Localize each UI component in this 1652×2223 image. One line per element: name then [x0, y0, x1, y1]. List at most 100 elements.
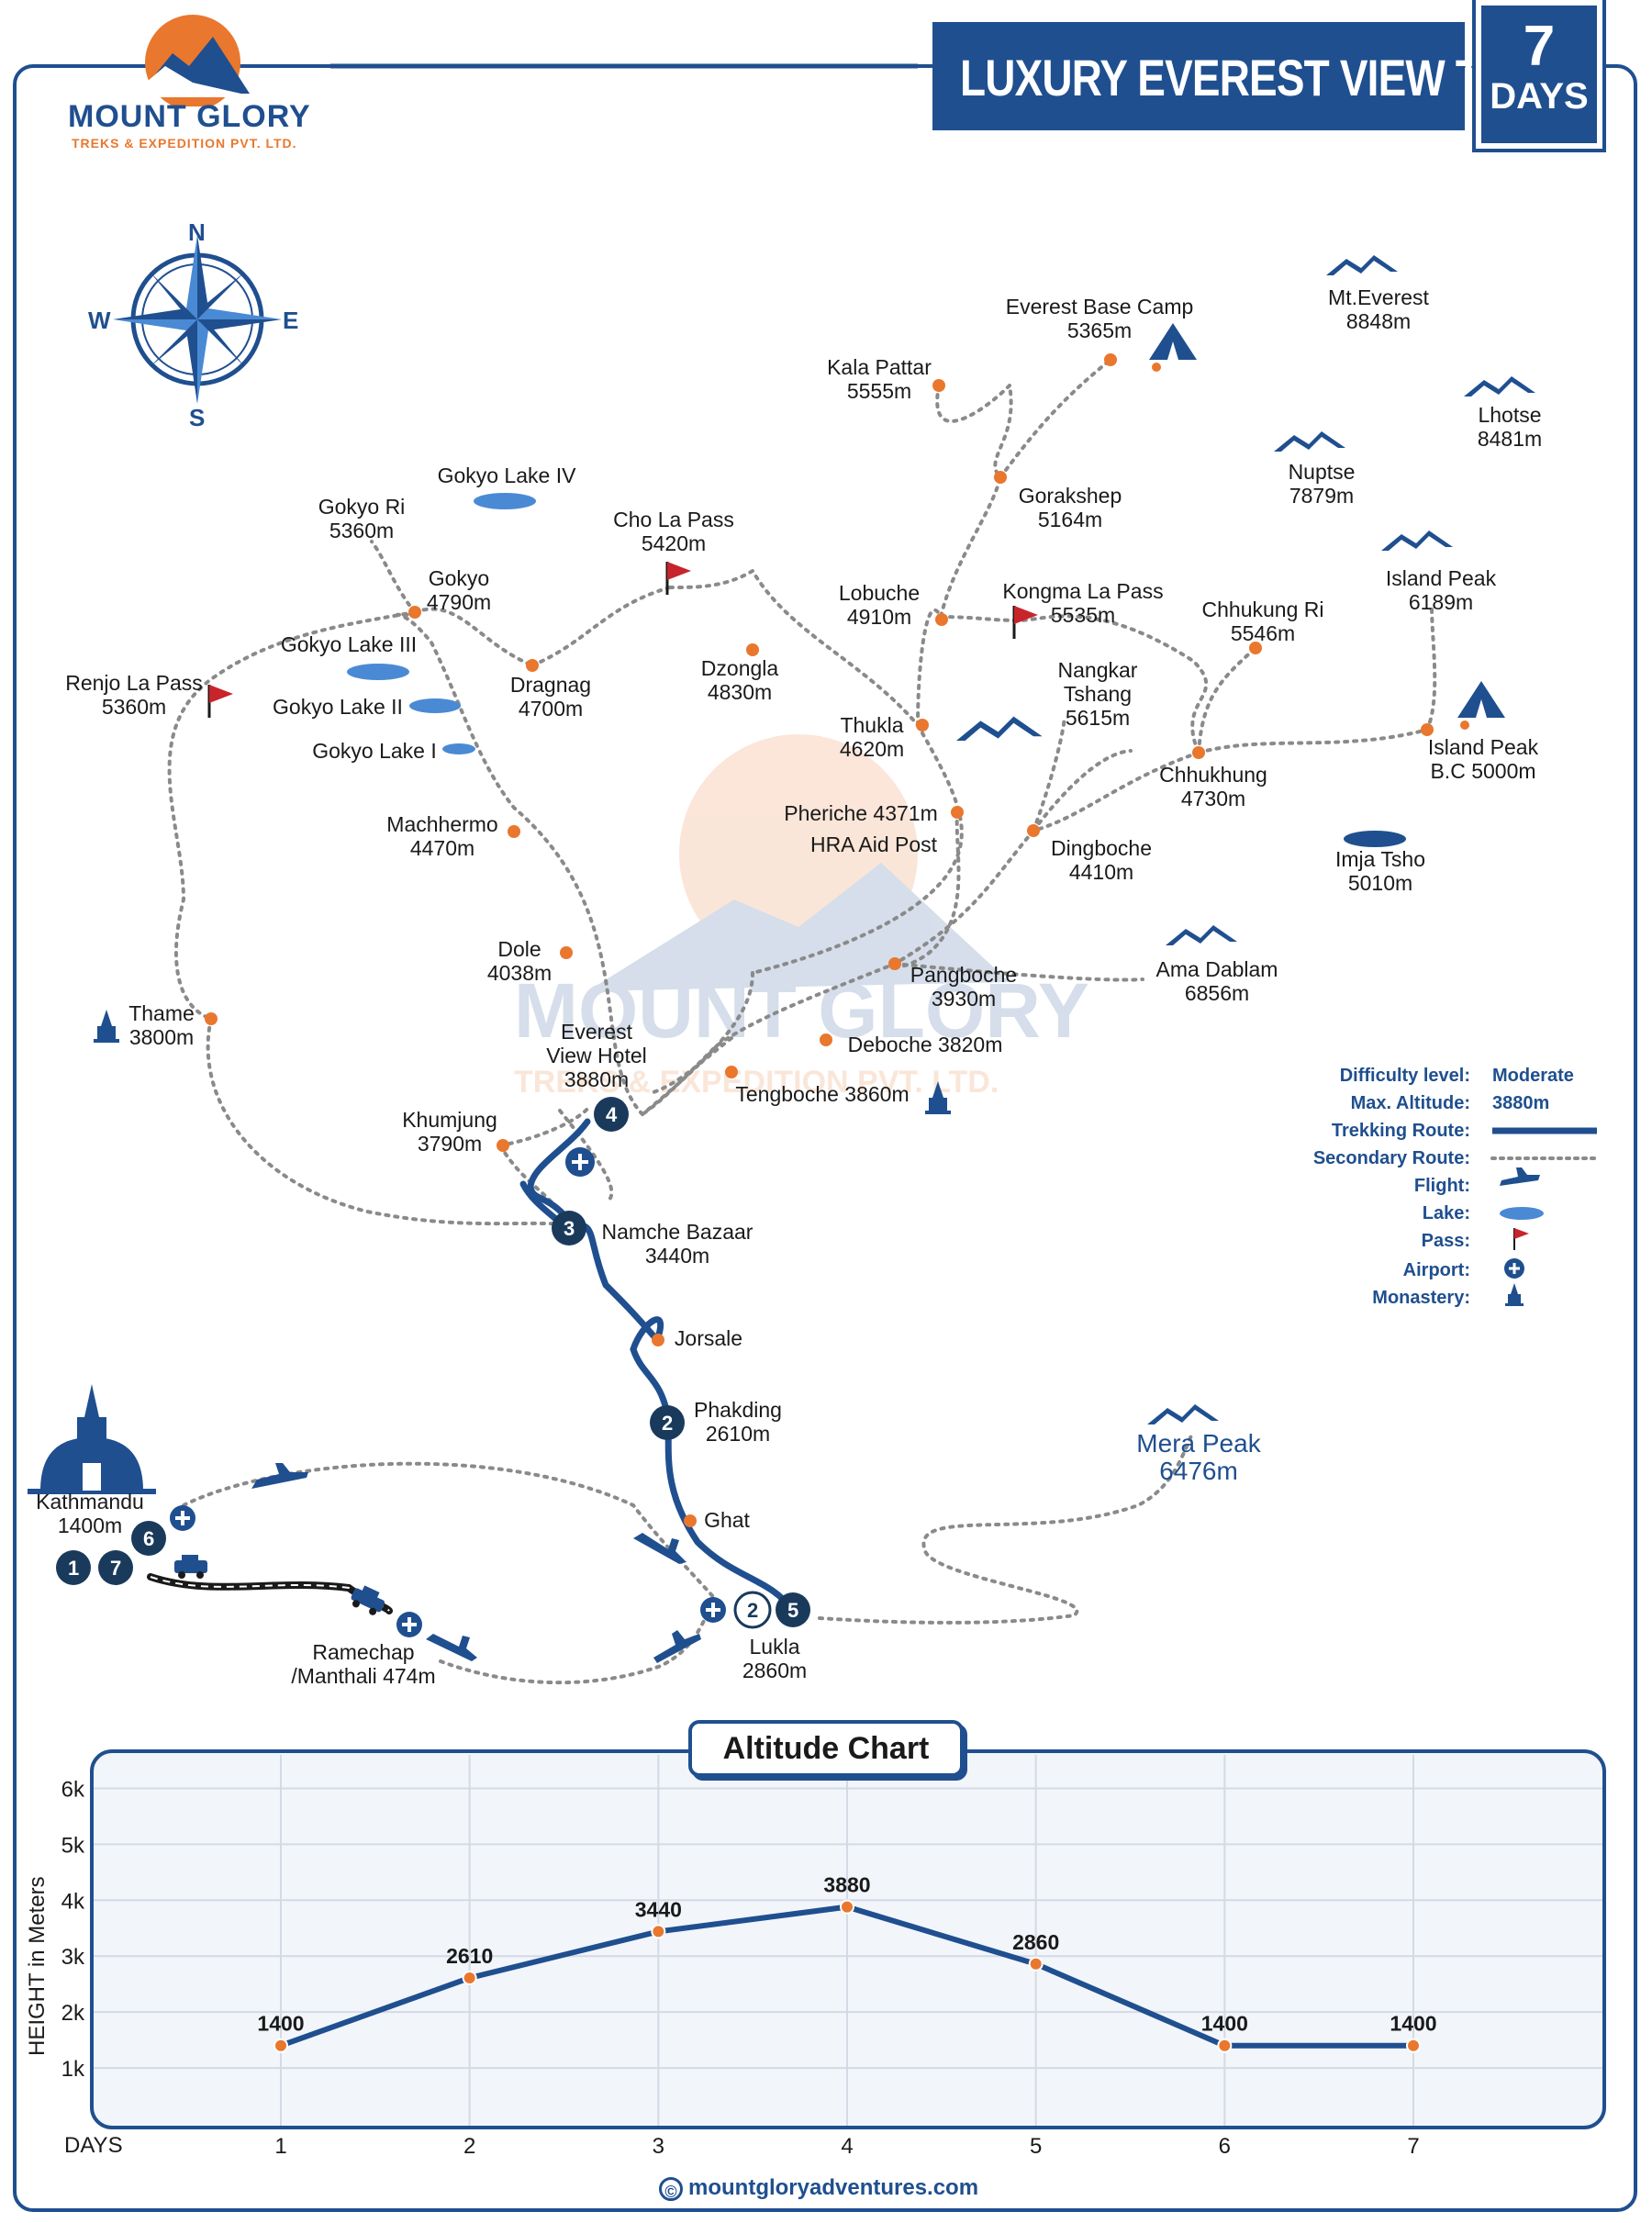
altitude-points — [273, 1899, 1421, 2053]
label-nuptse-alt: 7879m — [1289, 484, 1354, 508]
imja-tsho-lake-icon — [1344, 831, 1406, 847]
legend-monastery-icon — [1505, 1283, 1524, 1306]
renjo-la-pass-flag-icon — [207, 685, 233, 718]
altitude-value-label: 1400 — [257, 2012, 304, 2036]
brand-tagline: TREKS & EXPEDITION PVT. LTD. — [72, 136, 297, 151]
nuptse-peak-icon — [1274, 431, 1345, 452]
duration-badge: 7 DAYS — [1472, 0, 1606, 152]
label-dzongla-name: Dzongla — [701, 656, 779, 680]
svg-text:4: 4 — [606, 1103, 618, 1126]
svg-text:1: 1 — [68, 1557, 79, 1580]
label-namche-alt: 3440m — [645, 1244, 709, 1268]
label-gokyolake4: Gokyo Lake IV — [438, 464, 577, 487]
brand-name: MOUNT GLORY — [68, 99, 311, 134]
label-amadablam-alt: 6856m — [1185, 981, 1249, 1005]
copyright-icon: © — [659, 2176, 683, 2201]
label-chhukhung-name: Chhukhung — [1159, 763, 1267, 787]
duration-days-label: DAYS — [1490, 76, 1589, 117]
trek-title-banner: LUXURY EVEREST VIEW TREK — [932, 22, 1568, 130]
gokyo-lake-1-icon — [442, 743, 475, 754]
label-gokyori-alt: 5360m — [329, 519, 394, 542]
label-kongmala-alt: 5535m — [1051, 603, 1115, 627]
label-amadablam-name: Ama Dablam — [1156, 957, 1278, 981]
compass-west: W — [88, 307, 111, 334]
plane-icon-2 — [633, 1533, 686, 1564]
day-marker-2-lukla: 2 — [733, 1591, 772, 1629]
label-thukla-name: Thukla — [840, 713, 903, 737]
trekking-route — [147, 1118, 797, 1614]
label-dingboche-name: Dingboche — [1051, 836, 1152, 860]
chart-y-axis-label: HEIGHT in Meters — [25, 1876, 50, 2056]
label-khumjung-alt: 3790m — [418, 1132, 482, 1156]
label-tengboche: Tengboche 3860m — [735, 1082, 909, 1106]
label-dragnag-name: Dragnag — [510, 673, 591, 697]
chart-x-axis-label: DAYS — [64, 2133, 123, 2158]
svg-text:3: 3 — [564, 1217, 575, 1240]
compass-rose-icon — [113, 235, 282, 404]
label-phakding-name: Phakding — [694, 1398, 782, 1422]
label-kongmala-name: Kongma La Pass — [1002, 579, 1163, 603]
altitude-value-label: 1400 — [1201, 2012, 1248, 2036]
svg-text:2: 2 — [662, 1412, 673, 1435]
label-pangboche-name: Pangboche — [910, 963, 1017, 987]
lake-icons — [347, 493, 1406, 847]
legend-airport-label: Airport: — [1403, 1260, 1470, 1280]
website-url[interactable]: mountgloryadventures.com — [688, 2175, 979, 2200]
label-deboche: Deboche 3820m — [848, 1033, 1003, 1056]
x-tick-label: 6 — [1219, 2134, 1231, 2159]
altitude-point — [1406, 2038, 1421, 2053]
altitude-value-label: 1400 — [1390, 2012, 1436, 2036]
legend-difficulty-value: Moderate — [1492, 1066, 1574, 1086]
ebc-tent-icon — [1149, 323, 1197, 372]
legend: Difficulty level: Moderate Max. Altitude… — [1313, 1066, 1599, 1308]
label-dole-alt: 4038m — [487, 961, 552, 985]
airport-icons — [170, 1147, 726, 1637]
plane-icon-4 — [653, 1630, 701, 1663]
island-peak-bc-tent-icon — [1457, 681, 1505, 730]
svg-text:5: 5 — [787, 1599, 798, 1622]
compass-north: N — [188, 218, 206, 246]
plane-icon-1 — [251, 1463, 308, 1489]
label-merapeak-alt: 6476m — [1159, 1457, 1238, 1485]
label-gokyolake3: Gokyo Lake III — [281, 632, 417, 656]
label-nangkar-sub: Tshang — [1064, 682, 1132, 706]
altitude-point — [273, 2038, 288, 2053]
kongma-la-pass-flag-icon — [1012, 606, 1038, 639]
altitude-value-label: 2610 — [446, 1944, 493, 1968]
label-cholapass-name: Cho La Pass — [613, 508, 734, 531]
trek-title: LUXURY EVEREST VIEW TREK — [960, 49, 1568, 106]
label-imjatsho-name: Imja Tsho — [1335, 847, 1425, 871]
label-evh-name: Everest — [561, 1020, 633, 1044]
label-jorsale: Jorsale — [675, 1326, 742, 1350]
label-kalapattar-name: Kala Pattar — [827, 355, 932, 379]
place-labels: Everest Base Camp 5365m Mt.Everest 8848m… — [36, 285, 1542, 1688]
island-peak-icon — [1381, 531, 1453, 551]
label-gokyolake1: Gokyo Lake I — [312, 739, 437, 763]
label-ebc-alt: 5365m — [1067, 318, 1132, 342]
day-marker-2-phakding: 2 — [650, 1405, 685, 1440]
svg-text:6: 6 — [143, 1527, 154, 1550]
y-tick-label: 1k — [61, 2057, 85, 2082]
svg-text:TREKS & EXPEDITION PVT. LTD.: TREKS & EXPEDITION PVT. LTD. — [514, 1065, 999, 1100]
website-footer[interactable]: ©mountgloryadventures.com — [659, 2175, 978, 2201]
jeep-icon — [174, 1555, 207, 1579]
legend-flight-icon — [1500, 1167, 1540, 1186]
altitude-point — [1028, 1956, 1044, 1972]
x-tick-label: 7 — [1407, 2134, 1419, 2159]
label-thame-name: Thame — [128, 1001, 195, 1025]
y-tick-label: 6k — [61, 1777, 85, 1802]
label-everest-alt: 8848m — [1346, 309, 1411, 333]
label-ghat: Ghat — [704, 1508, 750, 1532]
legend-altitude-value: 3880m — [1492, 1093, 1549, 1113]
mera-peak-icon — [1147, 1404, 1219, 1424]
label-namche-name: Namche Bazaar — [602, 1220, 753, 1244]
label-islandpeakbc-name: Island Peak — [1428, 735, 1539, 759]
svg-text:7: 7 — [110, 1557, 121, 1580]
altitude-point — [1217, 2038, 1233, 2053]
label-thukla-alt: 4620m — [840, 737, 904, 761]
mt-everest-peak-icon — [1326, 255, 1398, 275]
label-kathmandu-name: Kathmandu — [36, 1490, 144, 1514]
